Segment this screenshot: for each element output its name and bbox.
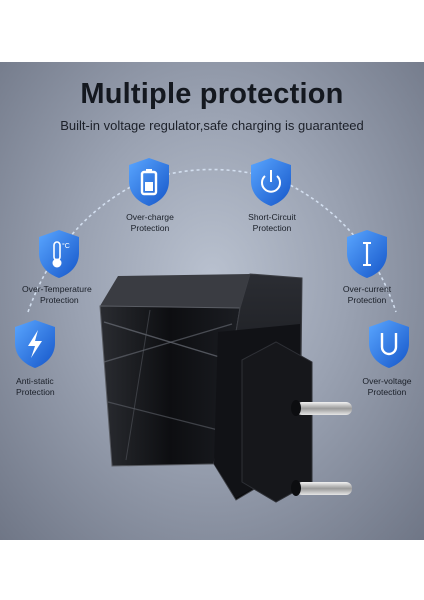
svg-text:°C: °C [62, 242, 70, 250]
power-icon [248, 156, 294, 208]
current-icon [344, 228, 390, 280]
battery-icon [126, 156, 172, 208]
charger-illustration [99, 273, 352, 503]
voltage-icon [366, 318, 412, 370]
lightning-icon [12, 318, 58, 370]
page-subtitle: Built-in voltage regulator,safe charging… [60, 118, 364, 133]
product-banner: Multiple protection Built-in voltage reg… [0, 62, 424, 540]
thermometer-icon: °C [36, 228, 82, 280]
page-title: Multiple protection [80, 78, 344, 110]
